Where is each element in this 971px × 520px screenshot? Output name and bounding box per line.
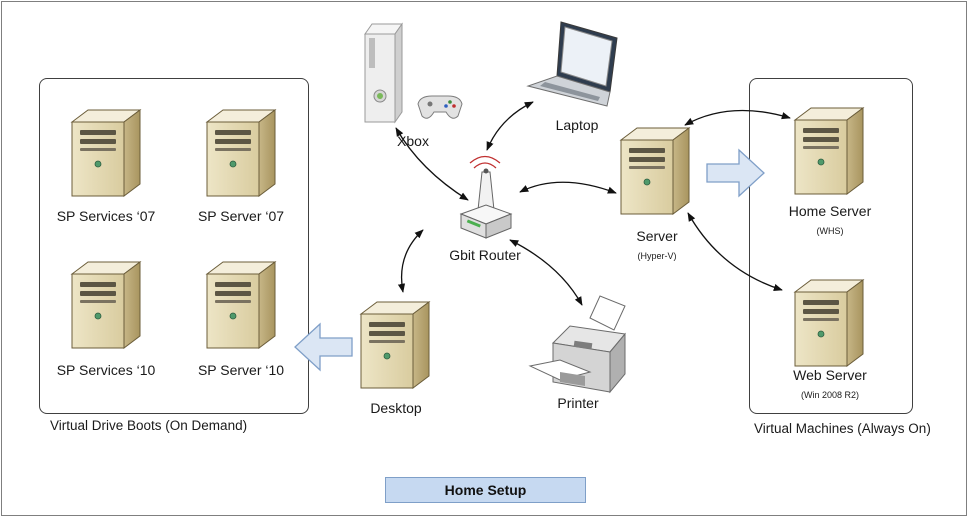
server-homeserver-link [684, 109, 791, 126]
sp-services-07-server-icon [71, 109, 141, 197]
laptop-label: Laptop [555, 117, 599, 133]
server-webserver-link [687, 212, 783, 291]
printer-icon [528, 295, 626, 394]
sp-server-07-label: SP Server ‘07 [197, 208, 285, 224]
web-server-tower-icon [794, 279, 864, 367]
home-server-label: Home Server [788, 203, 872, 219]
desktop-router-link [397, 229, 424, 293]
virtual-drive-boots-caption: Virtual Drive Boots (On Demand) [50, 418, 248, 433]
home-server-tower-icon [794, 107, 864, 195]
desktop-to-boots-block-arrow [294, 322, 353, 372]
laptop-router-link [486, 101, 534, 151]
router-icon [459, 155, 513, 239]
server-label: Server [636, 228, 678, 244]
desktop-tower-icon [360, 301, 430, 389]
xbox-label: Xbox [397, 133, 429, 149]
server-to-vms-block-arrow [706, 148, 765, 198]
xbox-icon [364, 22, 463, 124]
sp-services-10-label: SP Services ‘10 [56, 362, 156, 378]
sp-server-07-server-icon [206, 109, 276, 197]
xbox-router-link [395, 127, 469, 201]
server-router-link [519, 181, 617, 194]
router-label: Gbit Router [449, 247, 521, 263]
virtual-drive-boots-group [39, 78, 309, 414]
printer-router-link [509, 239, 583, 306]
server-tower-icon [620, 127, 690, 215]
laptop-icon [526, 21, 618, 107]
web-server-label: Web Server [793, 367, 867, 383]
desktop-label: Desktop [370, 400, 422, 416]
diagram-title: Home Setup [385, 477, 586, 503]
printer-label: Printer [557, 395, 599, 411]
server-sublabel: (Hyper-V) [637, 251, 677, 261]
virtual-machines-caption: Virtual Machines (Always On) [754, 421, 931, 436]
web-server-sublabel: (Win 2008 R2) [800, 390, 860, 400]
sp-services-07-label: SP Services ‘07 [56, 208, 156, 224]
sp-server-10-label: SP Server ‘10 [197, 362, 285, 378]
sp-services-10-server-icon [71, 261, 141, 349]
sp-server-10-server-icon [206, 261, 276, 349]
home-server-sublabel: (WHS) [816, 226, 844, 236]
